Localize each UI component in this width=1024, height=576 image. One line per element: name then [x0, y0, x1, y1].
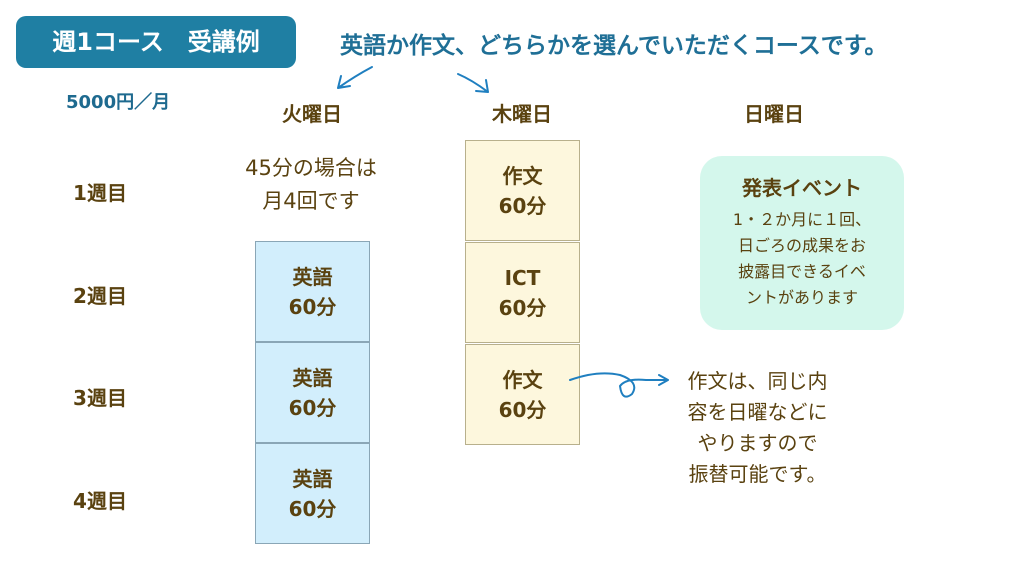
event-line: ントがあります	[745, 288, 858, 307]
day-header-thursday: 木曜日	[492, 102, 552, 126]
substitution-note-line: 容を日曜などに	[687, 400, 828, 424]
week-label-3: 3週目	[73, 386, 127, 410]
note-45min: 45分の場合は 月4回です	[216, 152, 406, 218]
tuesday-lesson-week4: 英語 60分	[255, 443, 370, 544]
arrow-to-thursday-icon	[457, 73, 489, 93]
thursday-lesson-week2: ICT 60分	[465, 242, 580, 343]
lesson-duration: 60分	[498, 397, 547, 422]
thursday-lesson-week3: 作文 60分	[465, 344, 580, 445]
lesson-subject: ICT	[504, 265, 541, 290]
day-header-tuesday: 火曜日	[282, 102, 342, 126]
event-title: 発表イベント	[742, 176, 862, 200]
note-45min-line: 45分の場合は	[245, 156, 377, 180]
tuesday-lesson-week2: 英語 60分	[255, 241, 370, 342]
substitution-note: 作文は、同じ内 容を日曜などに やりますので 振替可能です。	[665, 366, 850, 490]
lesson-subject: 英語	[292, 466, 333, 491]
lesson-duration: 60分	[288, 395, 337, 420]
event-line: 1・２か月に１回、	[732, 210, 872, 229]
headline: 英語か作文、どちらかを選んでいただくコースです。	[340, 33, 888, 59]
lesson-duration: 60分	[498, 193, 547, 218]
substitution-note-line: やりますので	[697, 431, 818, 455]
day-header-sunday: 日曜日	[744, 102, 804, 126]
arrow-to-tuesday-icon	[337, 66, 373, 89]
week-label-2: 2週目	[73, 284, 127, 308]
week-label-1: 1週目	[73, 181, 127, 205]
event-description: 1・２か月に１回、 日ごろの成果をお 披露目できるイベ ントがあります	[700, 207, 904, 311]
thursday-lesson-week1: 作文 60分	[465, 140, 580, 241]
event-box: 発表イベント 1・２か月に１回、 日ごろの成果をお 披露目できるイベ ントがあり…	[700, 156, 904, 330]
event-line: 日ごろの成果をお	[737, 236, 866, 255]
substitution-note-line: 振替可能です。	[688, 462, 827, 486]
week-label-4: 4週目	[73, 489, 127, 513]
lesson-duration: 60分	[498, 295, 547, 320]
lesson-subject: 作文	[502, 367, 543, 392]
arrow-to-substitution-icon	[569, 372, 669, 398]
substitution-note-line: 作文は、同じ内	[687, 369, 828, 393]
lesson-duration: 60分	[288, 496, 337, 521]
lesson-subject: 英語	[292, 264, 333, 289]
price-label: 5000円／月	[66, 92, 171, 113]
tuesday-lesson-week3: 英語 60分	[255, 342, 370, 443]
course-badge: 週1コース 受講例	[16, 16, 296, 68]
lesson-duration: 60分	[288, 294, 337, 319]
lesson-subject: 作文	[502, 163, 543, 188]
event-line: 披露目できるイベ	[738, 262, 866, 281]
note-45min-line: 月4回です	[262, 189, 360, 213]
lesson-subject: 英語	[292, 365, 333, 390]
